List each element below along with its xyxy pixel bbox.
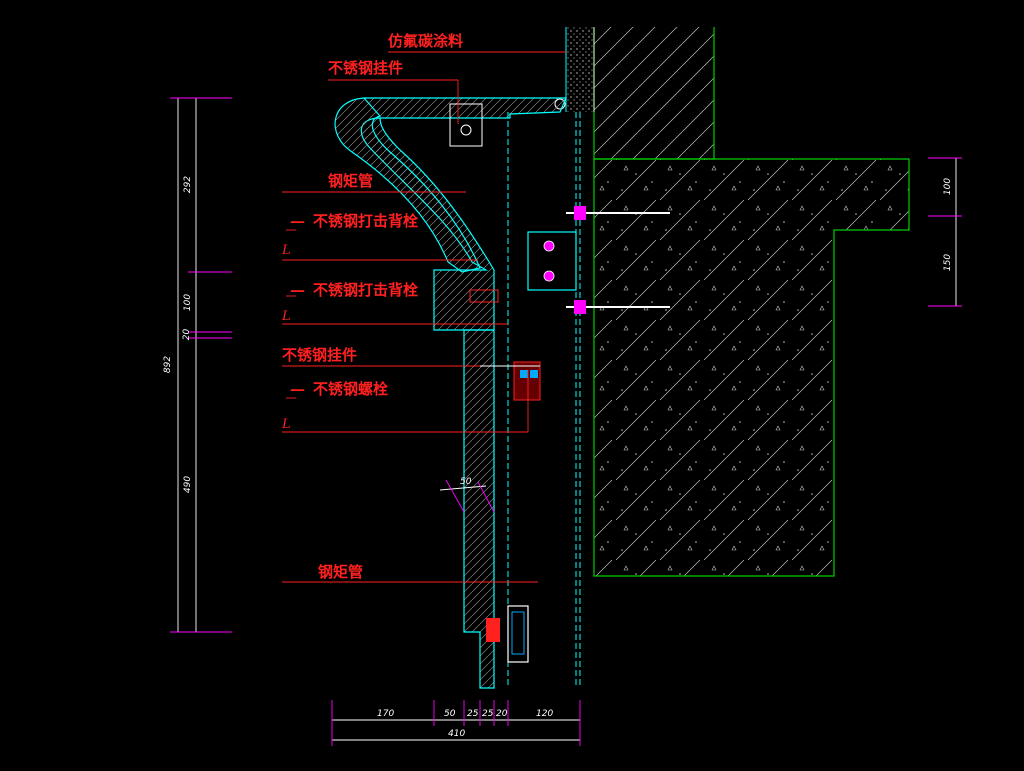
- leader-mark-3: L: [282, 417, 291, 432]
- label-coating: 仿氟碳涂料: [388, 32, 464, 50]
- left-dimension-chain: [170, 97, 232, 633]
- upper-wall: [593, 27, 715, 160]
- dim-bottom-seg-2: 50: [444, 709, 456, 719]
- label-steel-tube-top: 钢矩管: [328, 172, 374, 190]
- hardware: [449, 103, 670, 663]
- dim-left-overall: 892: [163, 355, 174, 374]
- dim-bottom-seg-4: 25: [482, 709, 494, 719]
- dim-left-top: 292: [183, 175, 194, 194]
- leader-lines: [282, 51, 566, 583]
- dim-angle: 50: [460, 477, 472, 487]
- dim-bottom-seg-5: 20: [496, 709, 508, 719]
- bottom-dimension-chain: [331, 700, 581, 746]
- dim-right-bottom: 150: [943, 253, 954, 272]
- label-ss-bolt: 不锈钢螺栓: [290, 382, 388, 397]
- dim-bottom-seg-3: 25: [467, 709, 479, 719]
- label-hanger-top: 不锈钢挂件: [328, 59, 404, 77]
- label-back-bolt-2: 不锈钢打击背栓: [290, 283, 418, 298]
- leader-mark-1: L: [282, 243, 291, 258]
- dim-left-bottom: 490: [183, 475, 194, 494]
- dim-left-small: 20: [182, 328, 193, 341]
- dim-right-top: 100: [943, 177, 954, 196]
- leader-mark-2: L: [282, 309, 291, 324]
- dim-left-mid: 100: [183, 293, 194, 312]
- label-steel-tube-bottom: 钢矩管: [318, 563, 364, 581]
- dim-bottom-total: 410: [448, 729, 466, 739]
- angle-dimension: [439, 479, 495, 513]
- label-back-bolt-1: 不锈钢打击背栓: [290, 214, 418, 229]
- label-hanger-mid: 不锈钢挂件: [282, 346, 358, 364]
- dim-bottom-seg-6: 120: [536, 709, 554, 719]
- right-dimension-chain: [928, 157, 962, 307]
- cornice-stone: [334, 97, 567, 331]
- dim-bottom-seg-1: 170: [377, 709, 395, 719]
- concrete-beam: [593, 158, 910, 577]
